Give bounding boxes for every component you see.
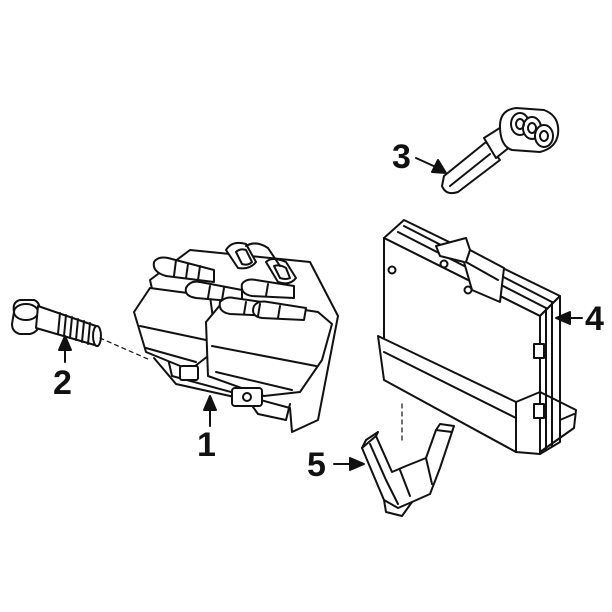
leader-arrow-4 bbox=[555, 311, 583, 325]
callout-1: 1 bbox=[197, 426, 216, 464]
sensor-part bbox=[441, 107, 560, 195]
leader-arrow-5 bbox=[333, 457, 365, 471]
control-module-part bbox=[377, 219, 577, 455]
callout-2: 2 bbox=[53, 364, 72, 402]
bolt-part bbox=[11, 299, 102, 347]
ignition-coil-part bbox=[133, 241, 339, 433]
mounting-bracket-part bbox=[361, 423, 455, 517]
callout-3: 3 bbox=[392, 138, 411, 176]
leader-arrow-2 bbox=[58, 335, 72, 363]
callout-4: 4 bbox=[585, 300, 604, 338]
leader-arrow-3 bbox=[415, 157, 447, 174]
assembly-centerline bbox=[99, 337, 151, 361]
leader-arrow-1 bbox=[203, 395, 217, 427]
callout-5: 5 bbox=[307, 446, 326, 484]
